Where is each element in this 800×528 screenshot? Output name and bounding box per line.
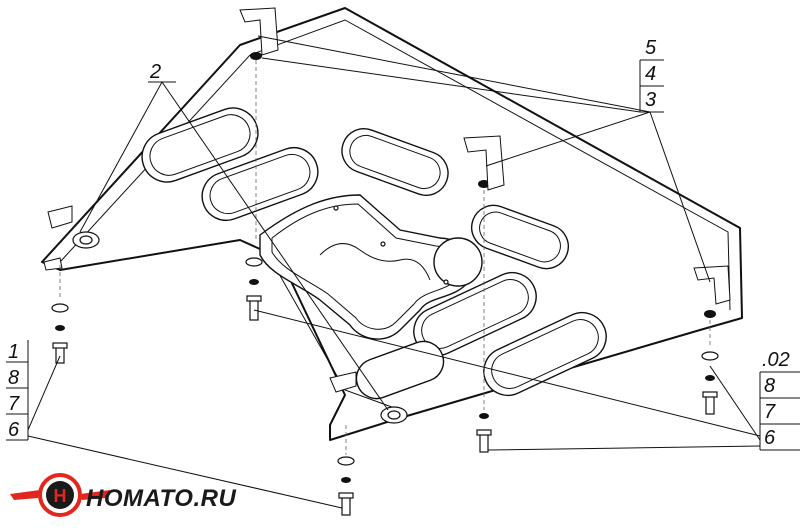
center-emboss bbox=[259, 194, 475, 340]
callout-6-left: 6 bbox=[8, 419, 20, 441]
hardware-stack-center bbox=[476, 413, 492, 453]
callout-4: 4 bbox=[645, 63, 656, 85]
callout-5: 5 bbox=[645, 37, 657, 59]
small-hole bbox=[333, 205, 339, 211]
callout-7-left: 7 bbox=[8, 393, 20, 415]
logo-text: HOMATO.RU bbox=[86, 485, 236, 512]
hardware-stack-left bbox=[51, 303, 69, 364]
center-hole bbox=[433, 237, 483, 287]
logo-emblem-letter: H bbox=[54, 486, 67, 506]
callout-8-right: 8 bbox=[764, 375, 775, 397]
small-hole bbox=[380, 241, 386, 247]
logo-wing-left-icon bbox=[10, 490, 40, 500]
callout-6-right: 6 bbox=[764, 427, 776, 449]
hardware-stack-center-left bbox=[245, 257, 263, 321]
hardware-stack-bottom bbox=[337, 456, 355, 516]
homato-logo: H HOMATO.RU bbox=[10, 473, 236, 517]
callout-02: .02 bbox=[762, 349, 790, 371]
leader-lines bbox=[6, 35, 800, 509]
callout-2: 2 bbox=[149, 61, 161, 83]
mounting-brackets bbox=[43, 7, 731, 393]
callout-1: 1 bbox=[8, 341, 19, 363]
small-hole bbox=[443, 279, 449, 285]
hardware-stack-right bbox=[701, 351, 719, 415]
center-emboss-inner bbox=[271, 203, 462, 330]
logo-wing-right-icon bbox=[80, 490, 110, 500]
plate-bolts bbox=[72, 52, 716, 424]
axis-lines bbox=[59, 60, 711, 455]
callout-8-left: 8 bbox=[8, 367, 19, 389]
callout-7-right: 7 bbox=[764, 401, 776, 423]
plate-bend-line bbox=[269, 257, 401, 411]
callout-3: 3 bbox=[645, 89, 656, 111]
center-wave bbox=[319, 243, 431, 281]
